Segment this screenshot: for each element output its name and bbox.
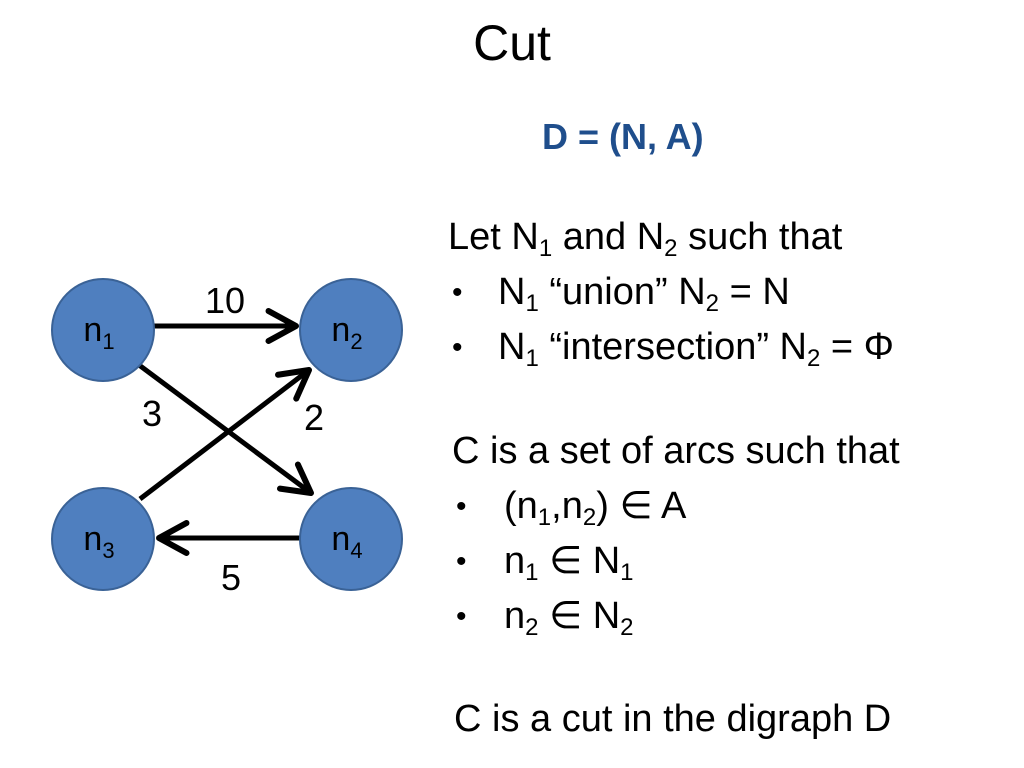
weights-layer: 10 3 2 5 (142, 280, 324, 598)
node-n2: n2 (299, 278, 403, 382)
union-condition: N1 “union” N2 = N (498, 271, 790, 317)
node-label: n3 (83, 520, 114, 563)
node-circle (51, 278, 155, 382)
slide-title: Cut (473, 15, 551, 71)
node-n1: n1 (51, 278, 155, 382)
arc-weight-n4-n3: 5 (221, 557, 241, 598)
bullet-icon: • (456, 545, 467, 578)
node-n3: n3 (51, 487, 155, 591)
node-label: n2 (331, 311, 362, 354)
cut-definition-line: C is a set of arcs such that (452, 430, 900, 472)
bullet-icon: • (456, 600, 467, 633)
node-circle (299, 278, 403, 382)
arc-n1-n4 (133, 359, 314, 496)
head-in-n2-condition: n2 ∈ N2 (504, 595, 634, 641)
nodes-layer: n1 n2 n3 n4 (51, 278, 403, 591)
arcs-layer (133, 308, 314, 556)
node-label: n4 (331, 520, 362, 563)
arc-weight-n1-n4: 3 (142, 393, 162, 434)
digraph-definition: D = (N, A) (542, 116, 704, 157)
arc-weight-n3-n2: 2 (304, 397, 324, 438)
intersection-condition: N1 “intersection” N2 = Φ (498, 326, 894, 372)
node-circle (299, 487, 403, 591)
arc-weight-n1-n2: 10 (205, 280, 245, 321)
bullet-icon: • (452, 276, 463, 309)
arc-n3-n2 (138, 367, 312, 501)
tail-in-n1-condition: n1 ∈ N1 (504, 540, 634, 586)
bullet-icon: • (456, 490, 467, 523)
node-label: n1 (83, 311, 114, 354)
bullet-icon: • (452, 331, 463, 364)
node-circle (51, 487, 155, 591)
node-n4: n4 (299, 487, 403, 591)
conclusion-line: C is a cut in the digraph D (454, 698, 892, 740)
arc-membership-condition: (n1,n2) ∈ A (504, 485, 687, 531)
let-line: Let N1 and N2 such that (448, 216, 843, 262)
